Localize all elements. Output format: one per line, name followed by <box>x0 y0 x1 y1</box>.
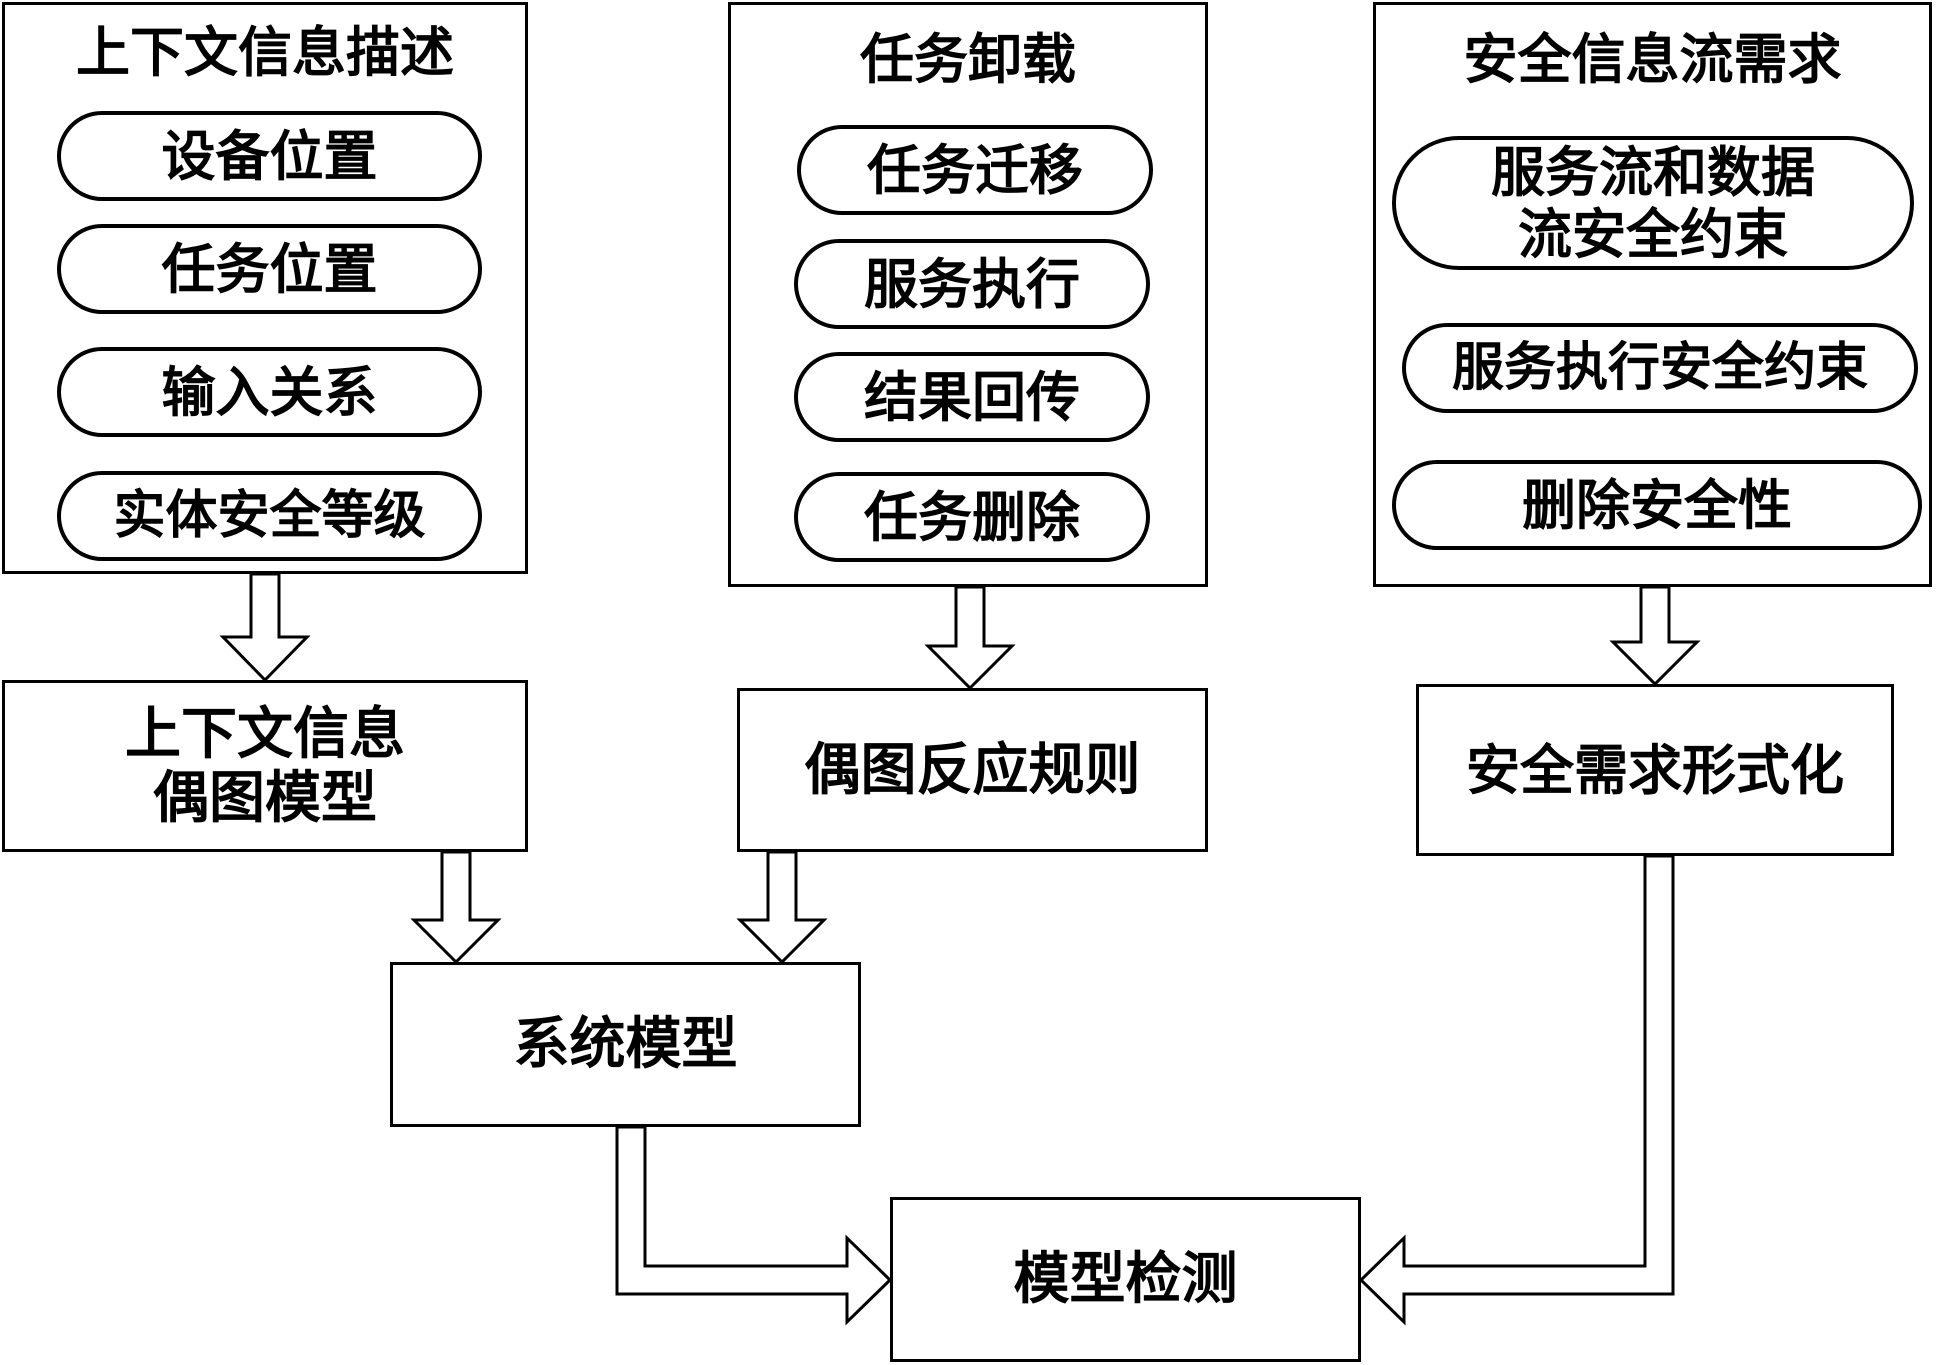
security-requirement-formalization-box: 安全需求形式化 <box>1416 684 1894 856</box>
security-flow-title: 安全信息流需求 <box>1463 27 1842 91</box>
context-item-task-location: 任务位置 <box>57 224 482 314</box>
arrow-security-to-formal <box>1609 585 1701 687</box>
offload-item-task-migration: 任务迁移 <box>797 125 1153 215</box>
task-offload-title: 任务卸载 <box>860 27 1076 91</box>
arrow-rules-to-system <box>736 850 828 965</box>
context-info-group: 上下文信息描述 设备位置 任务位置 输入关系 实体安全等级 <box>2 2 528 574</box>
arrow-offload-to-rules <box>924 585 1016 691</box>
system-model-box: 系统模型 <box>390 962 861 1127</box>
security-flow-group: 安全信息流需求 服务流和数据 流安全约束 服务执行安全约束 删除安全性 <box>1373 2 1932 587</box>
context-item-entity-security-level: 实体安全等级 <box>57 471 482 561</box>
context-bigraph-model-box: 上下文信息 偶图模型 <box>2 680 528 852</box>
arrow-formal-to-check <box>1358 854 1675 1326</box>
arrow-system-to-check <box>615 1125 893 1326</box>
arrow-context-to-model <box>219 572 311 683</box>
security-item-deletion-safety: 删除安全性 <box>1392 460 1922 550</box>
security-item-execution-constraint: 服务执行安全约束 <box>1402 323 1918 413</box>
arrow-context-model-to-system <box>410 850 502 965</box>
offload-item-result-return: 结果回传 <box>794 352 1150 442</box>
offload-item-task-deletion: 任务删除 <box>794 472 1150 562</box>
bigraph-reaction-rules-box: 偶图反应规则 <box>737 688 1208 852</box>
security-item-flow-constraint: 服务流和数据 流安全约束 <box>1392 136 1914 270</box>
task-offload-group: 任务卸载 任务迁移 服务执行 结果回传 任务删除 <box>728 2 1208 587</box>
context-item-device-location: 设备位置 <box>57 111 482 201</box>
context-item-input-relation: 输入关系 <box>57 347 482 437</box>
context-info-title: 上下文信息描述 <box>76 20 454 84</box>
offload-item-service-execution: 服务执行 <box>794 239 1150 329</box>
